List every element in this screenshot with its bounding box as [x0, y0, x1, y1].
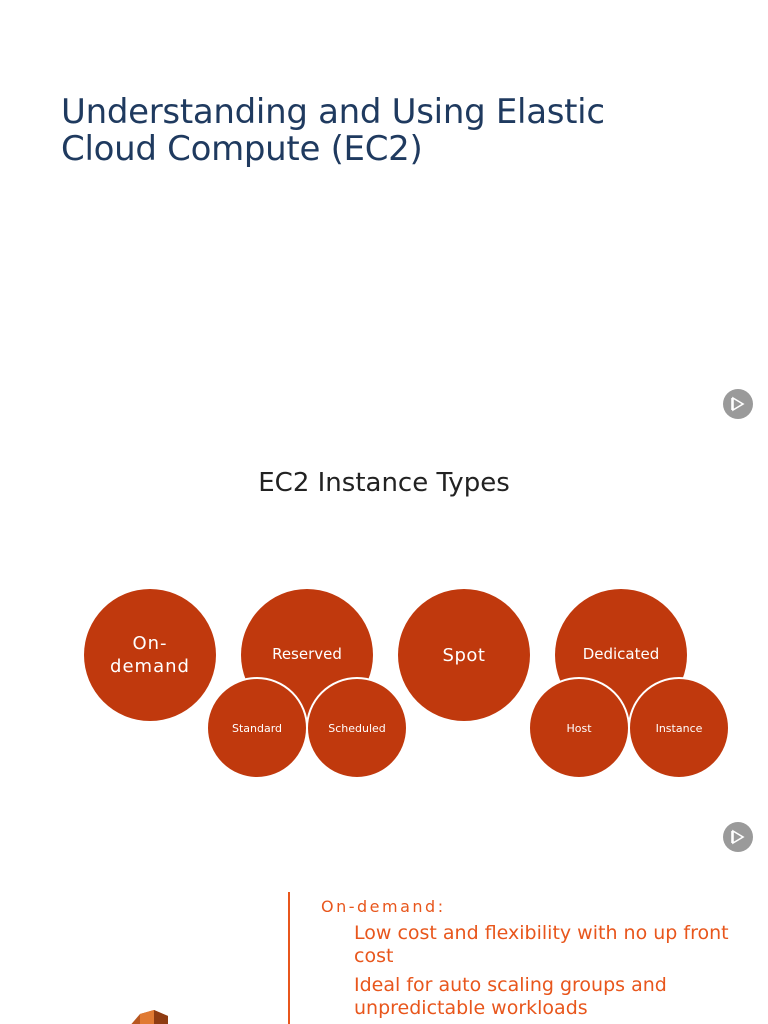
- play-button[interactable]: [723, 389, 753, 419]
- bullet-item-2: Ideal for auto scaling groups and unpred…: [354, 974, 667, 1019]
- bullet-item-1: Low cost and flexibility with no up fron…: [354, 922, 729, 967]
- slide-2: EC2 Instance Types On- demand Reserved S…: [0, 432, 768, 864]
- circle-scheduled: Scheduled: [306, 677, 408, 779]
- section-title: EC2 Instance Types: [258, 468, 510, 498]
- scheduled-label: Scheduled: [328, 721, 386, 735]
- play-icon: [731, 396, 745, 412]
- circle-standard: Standard: [206, 677, 308, 779]
- circle-host: Host: [528, 677, 630, 779]
- play-button[interactable]: [723, 822, 753, 852]
- divider-line: [288, 892, 290, 1024]
- circle-on-demand: On- demand: [84, 589, 216, 721]
- host-label: Host: [566, 721, 592, 735]
- standard-label: Standard: [231, 721, 283, 735]
- spot-label: Spot: [442, 644, 486, 666]
- instance-label: Instance: [655, 721, 703, 735]
- slide-3: On-demand: Low cost and flexibility with…: [0, 864, 768, 1024]
- on-demand-heading: On-demand:: [321, 897, 446, 916]
- on-demand-line-2: demand: [110, 656, 190, 677]
- title-line-1: Understanding and Using Elastic: [61, 92, 605, 132]
- slide-title: Understanding and Using Elastic Cloud Co…: [61, 94, 605, 168]
- circle-instance: Instance: [628, 677, 730, 779]
- play-icon: [731, 829, 745, 845]
- reserved-label: Reserved: [272, 645, 342, 663]
- on-demand-line-1: On-: [132, 633, 168, 654]
- bullet-list: Low cost and flexibility with no up fron…: [354, 922, 749, 1024]
- title-line-2: Cloud Compute (EC2): [61, 129, 423, 169]
- circle-spot: Spot: [398, 589, 530, 721]
- slide-1: Understanding and Using Elastic Cloud Co…: [0, 0, 768, 432]
- aws-logo-icon: [131, 1010, 168, 1024]
- dedicated-label: Dedicated: [582, 645, 660, 663]
